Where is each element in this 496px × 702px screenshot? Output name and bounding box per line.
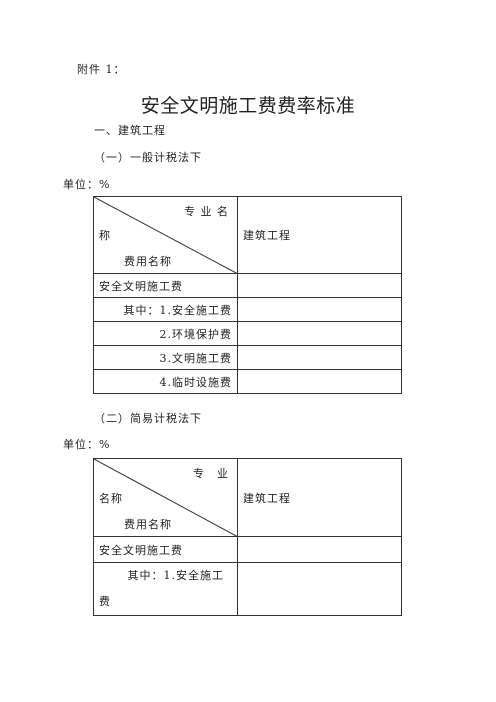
table-row: 其中：1.安全施工 费 (93, 562, 402, 616)
row-label: 3.文明施工费 (93, 345, 238, 370)
row-label-line1: 其中：1.安全施工 (127, 569, 224, 582)
simple-tax-heading: （二）简易计税法下 (94, 412, 202, 425)
table-row: 2.环境保护费 (93, 321, 402, 346)
column-header-building: 建筑工程 (237, 458, 402, 537)
header-specialty-label: 专 业 (193, 467, 229, 480)
row-label: 其中：1.安全施工 费 (93, 562, 238, 616)
row-value (237, 321, 402, 346)
attachment-label: 附件 1： (77, 63, 126, 76)
header-specialty-label-cont: 称 (99, 229, 111, 242)
table-row: 4.临时设施费 (93, 369, 402, 394)
diagonal-header-cell: 专 业 名称 费用名称 (93, 458, 238, 537)
header-fee-name-label: 费用名称 (124, 518, 172, 531)
table-row: 安全文明施工费 (93, 273, 402, 298)
row-label: 其中：1.安全施工费 (93, 297, 238, 322)
general-tax-table: 专 业 名 称 费用名称 建筑工程 安全文明施工费 其中：1.安全施工费 2.环… (93, 196, 402, 394)
row-label: 2.环境保护费 (93, 321, 238, 346)
header-fee-name-label: 费用名称 (124, 255, 172, 268)
row-value (237, 345, 402, 370)
row-value (237, 369, 402, 394)
row-label-line2: 费 (99, 595, 111, 608)
row-value (237, 297, 402, 322)
section-heading: 一、建筑工程 (94, 124, 166, 137)
column-header-building: 建筑工程 (237, 196, 402, 274)
simple-unit-label: 单位：% (63, 438, 111, 451)
table-row: 其中：1.安全施工费 (93, 297, 402, 322)
table-row: 3.文明施工费 (93, 345, 402, 370)
row-label: 安全文明施工费 (93, 536, 238, 563)
general-tax-heading: （一）一般计税法下 (94, 151, 202, 164)
diagonal-line (94, 197, 238, 274)
general-unit-label: 单位：% (63, 178, 111, 191)
table-header-row: 专 业 名称 费用名称 建筑工程 (93, 458, 402, 537)
header-specialty-label: 专 业 名 (184, 205, 229, 218)
table-header-row: 专 业 名 称 费用名称 建筑工程 (93, 196, 402, 274)
row-value (237, 536, 402, 563)
table-row: 安全文明施工费 (93, 536, 402, 563)
diagonal-header-cell: 专 业 名 称 费用名称 (93, 196, 238, 274)
row-value (237, 562, 402, 616)
page-title: 安全文明施工费费率标准 (140, 95, 356, 117)
diagonal-line (94, 459, 238, 537)
row-value (237, 273, 402, 298)
header-specialty-label-cont: 名称 (99, 492, 123, 505)
simple-tax-table: 专 业 名称 费用名称 建筑工程 安全文明施工费 其中：1.安全施工 费 (93, 458, 402, 616)
row-label: 4.临时设施费 (93, 369, 238, 394)
row-label: 安全文明施工费 (93, 273, 238, 298)
